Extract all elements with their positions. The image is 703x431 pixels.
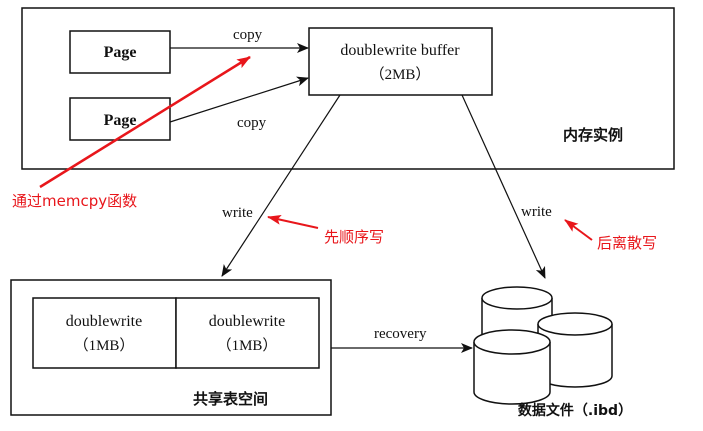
doublewrite-block-2: doublewrite （1MB） — [175, 297, 320, 369]
write-arrow-2 — [461, 94, 546, 279]
memory-instance-frame — [21, 7, 675, 170]
memcpy-annotation: 通过memcpy函数 — [12, 192, 137, 210]
write-label-2: write — [521, 204, 552, 220]
write-arrow-1 — [221, 94, 341, 277]
copy-label-1: copy — [233, 27, 263, 43]
page-label-2: Page — [104, 112, 137, 129]
copy-arrow-2 — [169, 76, 309, 123]
page-box-1: Page — [69, 30, 171, 74]
doublewrite-block-2-name: doublewrite — [209, 313, 285, 330]
page-label-1: Page — [104, 44, 137, 61]
scattered-write-arrow — [564, 219, 593, 241]
doublewrite-block-1-name: doublewrite — [66, 313, 142, 330]
database-cylinders-icon — [473, 286, 613, 405]
memcpy-arrow — [39, 55, 251, 189]
memory-instance-label: 内存实例 — [563, 126, 623, 144]
doublewrite-block-1: doublewrite （1MB） — [32, 297, 177, 369]
cylinder-right — [537, 312, 613, 388]
doublewrite-block-1-size: （1MB） — [74, 337, 135, 354]
page-box-2: Page — [69, 97, 171, 141]
recovery-label: recovery — [374, 326, 427, 342]
write-label-1: write — [222, 205, 253, 221]
shared-tablespace-label: 共享表空间 — [193, 390, 268, 408]
data-files-label: 数据文件（.ibd） — [518, 402, 632, 419]
doublewrite-buffer-name: doublewrite buffer — [340, 42, 460, 59]
sequential-write-annotation: 先顺序写 — [324, 228, 384, 246]
cylinder-front — [473, 329, 551, 405]
scattered-write-annotation: 后离散写 — [597, 234, 657, 252]
doublewrite-buffer-size: （2MB） — [370, 66, 431, 83]
doublewrite-buffer-box: doublewrite buffer （2MB） — [308, 27, 493, 96]
sequential-write-arrow — [267, 214, 319, 229]
doublewrite-block-2-size: （1MB） — [217, 337, 278, 354]
copy-label-2: copy — [237, 115, 267, 131]
